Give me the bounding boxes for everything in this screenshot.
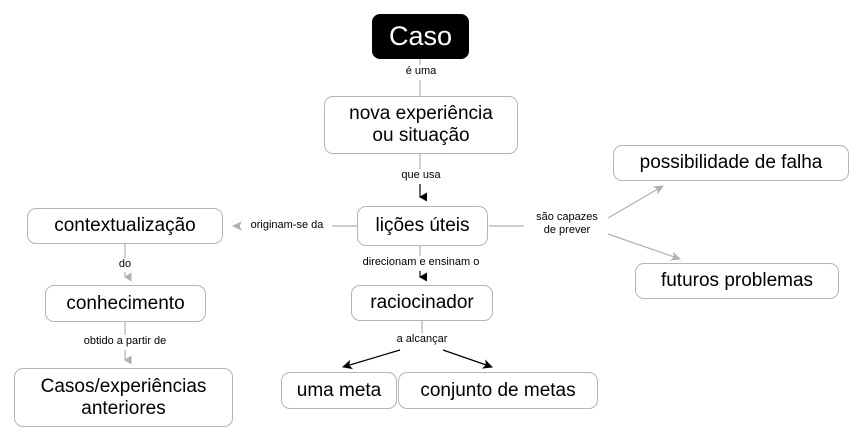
- link-label-que-usa: que usa: [389, 169, 453, 183]
- node-futuros-problemas[interactable]: futuros problemas: [635, 263, 839, 299]
- node-contextualizacao[interactable]: contextualização: [27, 208, 223, 244]
- node-casos-experiencias-anteriores[interactable]: Casos/experiências anteriores: [14, 368, 233, 427]
- edge-alcancar-to-conjunto-metas: [442, 349, 493, 369]
- link-label-a-alcancar: a alcançar: [386, 333, 458, 347]
- edge-sao-capazes-to-possibilidade-falha: [607, 185, 664, 219]
- link-label-originam-se-da: originam-se da: [243, 219, 331, 233]
- link-label-do: do: [114, 258, 136, 272]
- link-label-direcionam-e-ensinam-o: direcionam e ensinam o: [352, 256, 490, 270]
- link-label-obtido-a-partir-de: obtido a partir de: [72, 335, 178, 349]
- node-uma-meta[interactable]: uma meta: [281, 372, 397, 409]
- node-conhecimento[interactable]: conhecimento: [45, 285, 206, 322]
- edge-alcancar-to-uma-meta: [342, 349, 401, 370]
- edge-sao-capazes-to-futuros-problemas: [607, 233, 681, 261]
- node-raciocinador[interactable]: raciocinador: [351, 285, 493, 321]
- node-nova-experiencia-ou-situacao[interactable]: nova experiência ou situação: [324, 96, 518, 154]
- link-label-e-uma: é uma: [394, 65, 448, 79]
- link-label-sao-capazes-de-prever: são capazes de prever: [526, 211, 608, 238]
- node-conjunto-de-metas[interactable]: conjunto de metas: [398, 372, 598, 409]
- node-caso[interactable]: Caso: [372, 14, 469, 59]
- node-licoes-uteis[interactable]: lições úteis: [357, 206, 488, 246]
- node-possibilidade-de-falha[interactable]: possibilidade de falha: [613, 145, 849, 181]
